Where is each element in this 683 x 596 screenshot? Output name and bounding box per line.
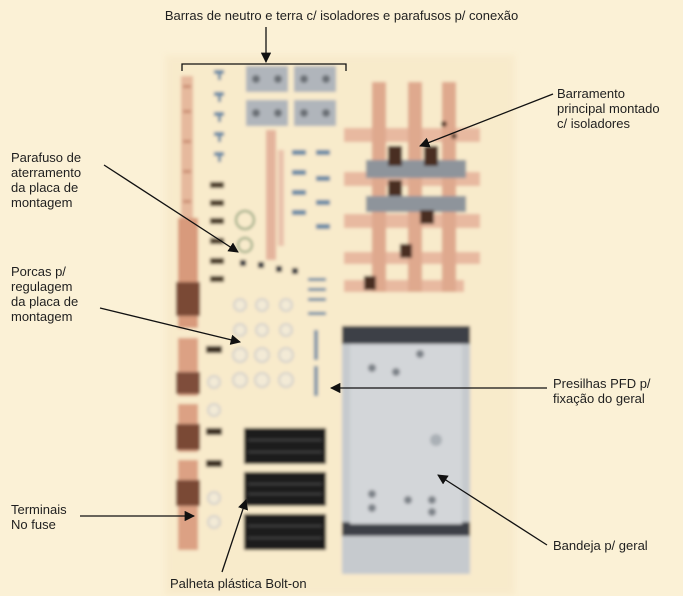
title-label: Barras de neutro e terra c/ isoladores e…: [164, 8, 519, 23]
label-palheta: Palheta plástica Bolt-on: [170, 576, 307, 591]
main-busbar-assembly: [344, 82, 480, 292]
label-porcas: Porcas p/ regulagem da placa de montagem: [11, 264, 79, 324]
arrow-parafuso: [103, 164, 239, 253]
arrow-barramento: [419, 93, 554, 148]
screws-column: [214, 70, 224, 162]
arrow-porcas: [99, 307, 242, 345]
no-fuse-terminals: [176, 218, 200, 550]
arrow-bandeja: [437, 474, 548, 546]
label-parafuso: Parafuso de aterramento da placa de mont…: [11, 150, 82, 210]
pfd-clips: [314, 330, 318, 396]
neutral-ground-bars: [246, 66, 336, 260]
copper-strip-left: [181, 76, 193, 226]
label-barramento: Barramento principal montado c/ isolador…: [557, 86, 660, 131]
tray: [342, 326, 470, 574]
bracket-top: [181, 63, 347, 71]
annotation-arrows: [80, 27, 554, 573]
label-bandeja: Bandeja p/ geral: [553, 538, 648, 553]
parts-photo: [165, 55, 515, 595]
bolt-on-tabs: [244, 428, 326, 550]
arrow-palheta: [221, 499, 248, 573]
label-presilhas: Presilhas PFD p/ fixação do geral: [553, 376, 651, 406]
label-terminais: Terminais No fuse: [11, 502, 67, 532]
